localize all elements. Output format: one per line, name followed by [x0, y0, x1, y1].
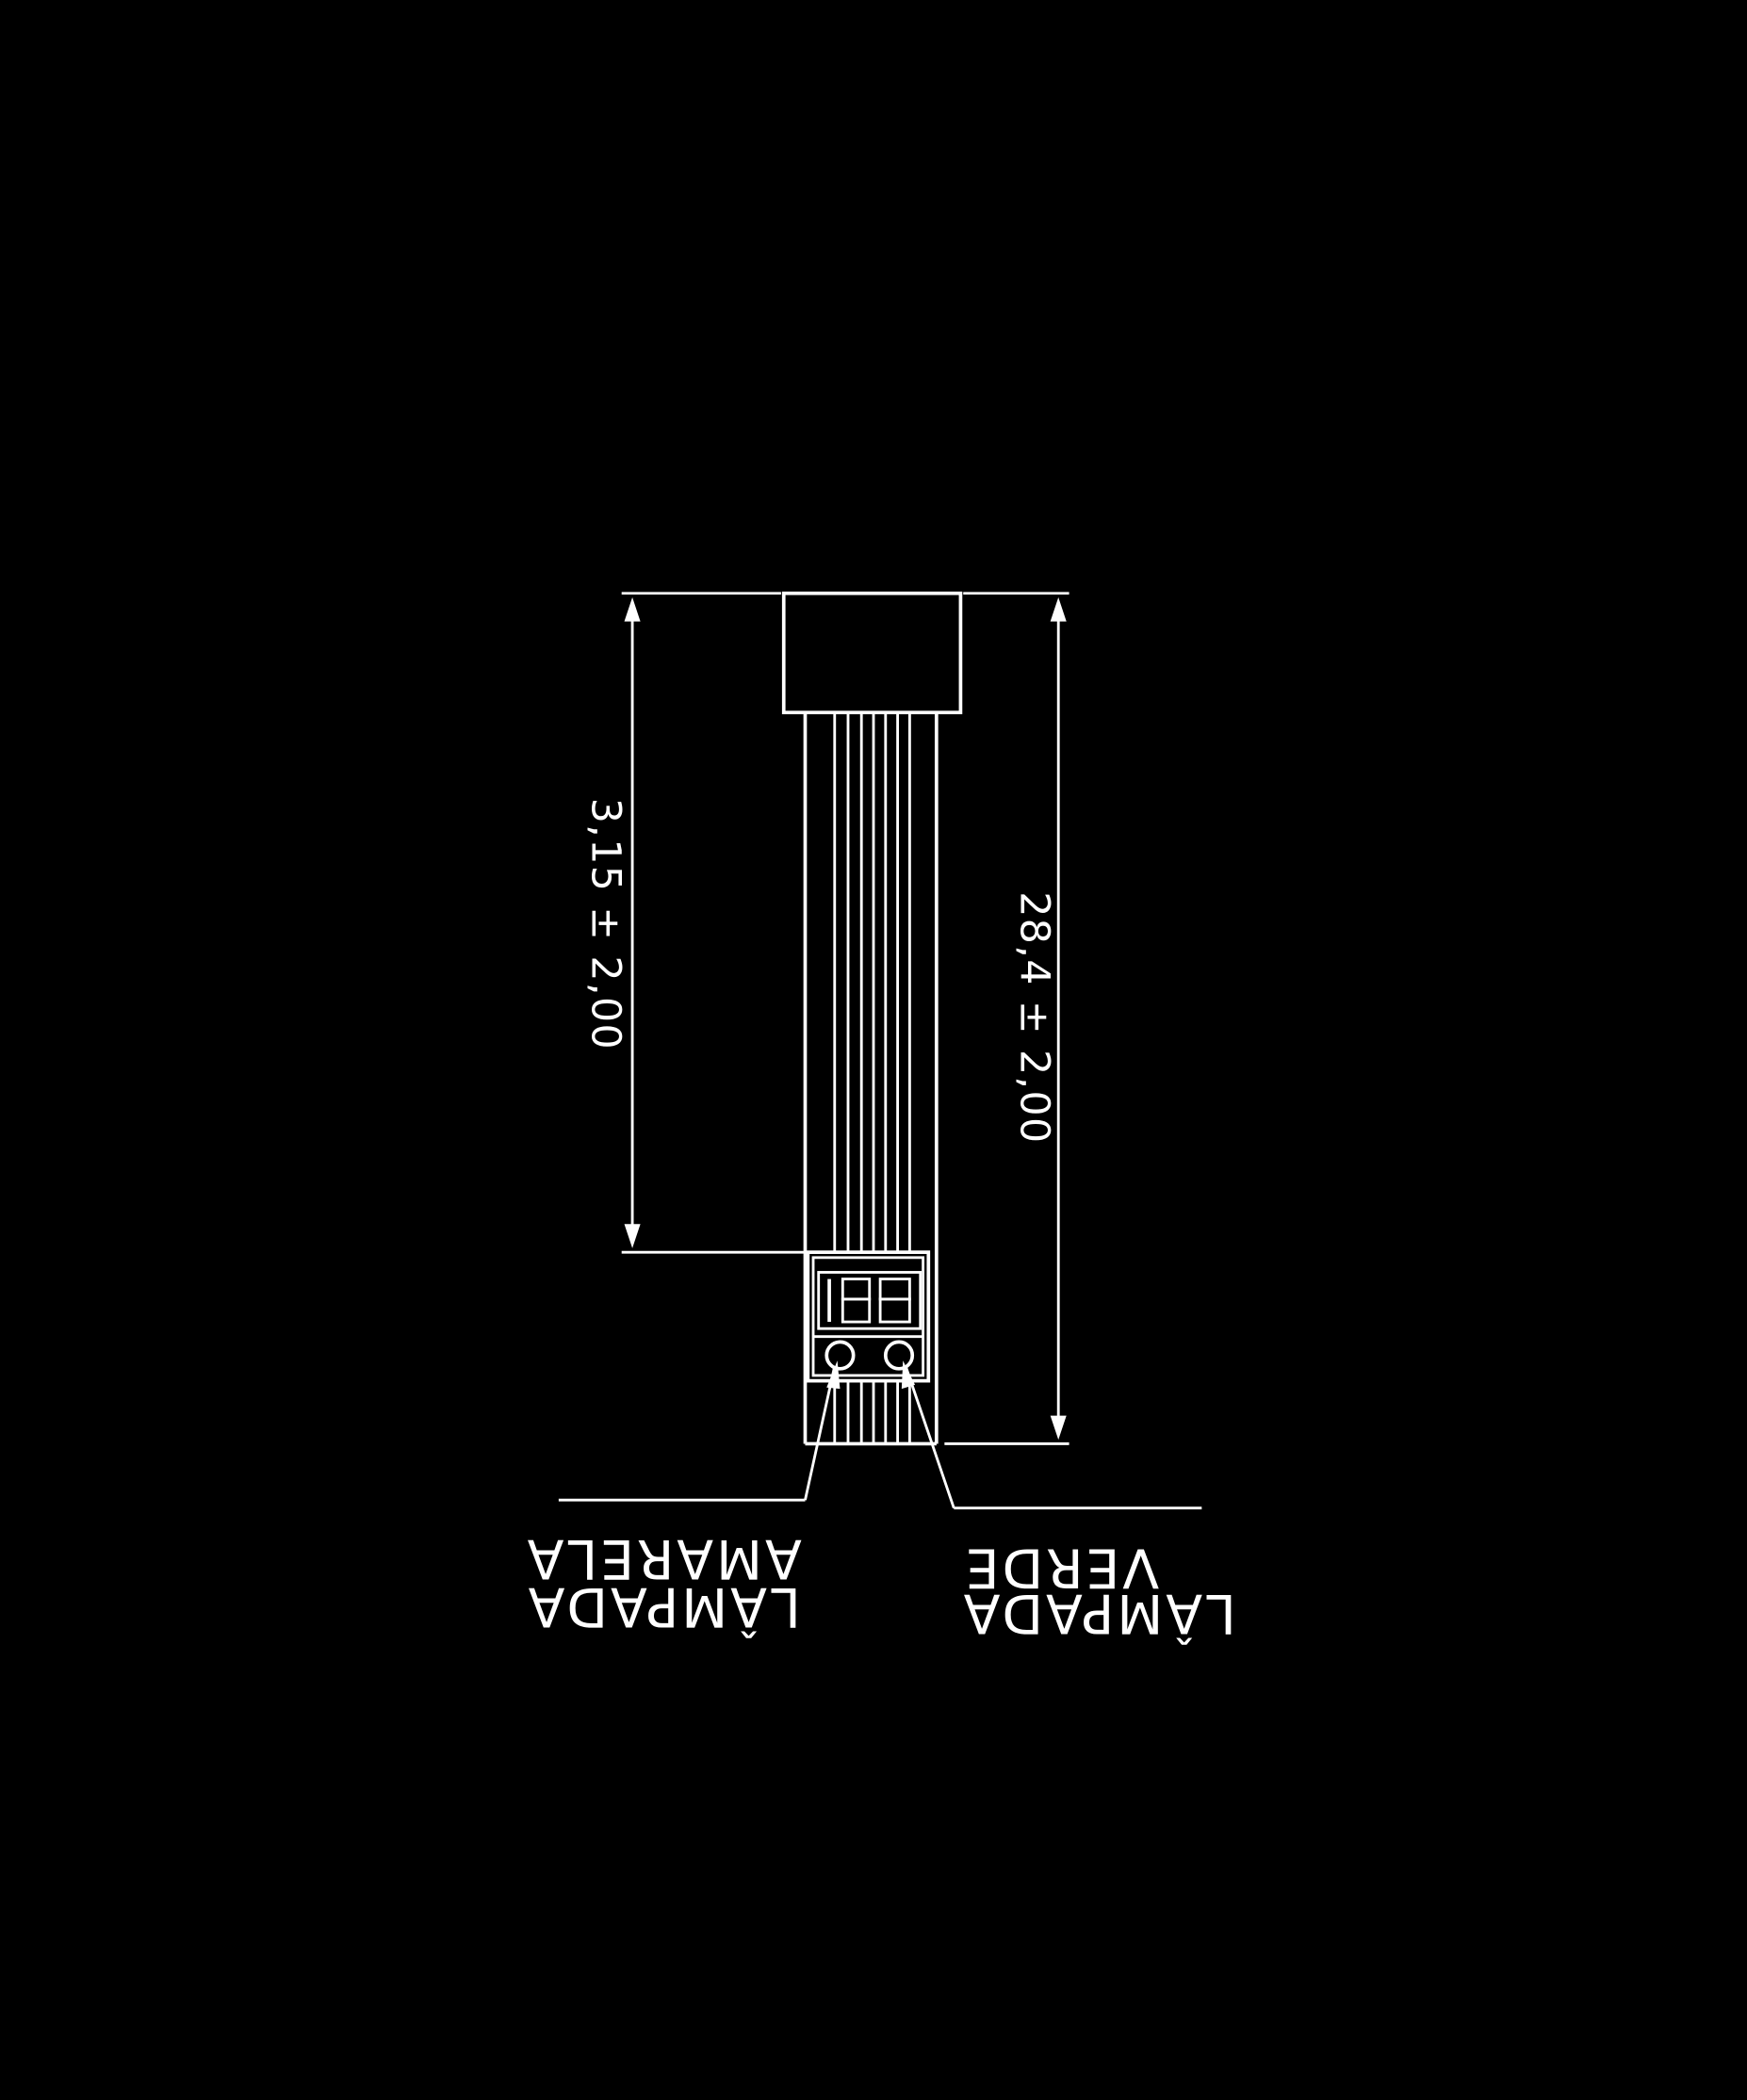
yellow-lamp-label-line2: AMARELA [525, 1527, 802, 1589]
dimension-total-label: 28,4 ± 2,00 [1010, 891, 1057, 1144]
green-lamp [883, 1340, 915, 1371]
yellow-lamp-label: AMARELA LÂMPADA [525, 1527, 802, 1639]
leader-green-lamp [901, 1360, 1202, 1510]
flat-cable [803, 712, 939, 1446]
yellow-lamp-label-line1: LÂMPADA [526, 1575, 801, 1639]
green-lamp-label-line1: LÂMPADA [961, 1582, 1236, 1646]
display-module [806, 1250, 931, 1383]
yellow-lamp [825, 1340, 856, 1371]
green-lamp-label-line2: VERDE [963, 1537, 1159, 1599]
dimension-upper-label: 3,15 ± 2,00 [581, 798, 629, 1050]
seven-segment-display [827, 1278, 911, 1324]
dimension-total [944, 592, 1069, 1445]
dimension-upper [621, 592, 806, 1254]
green-lamp-label: VERDE LÂMPADA [961, 1537, 1236, 1646]
connector-housing [781, 591, 963, 715]
leader-yellow-lamp [558, 1360, 841, 1502]
